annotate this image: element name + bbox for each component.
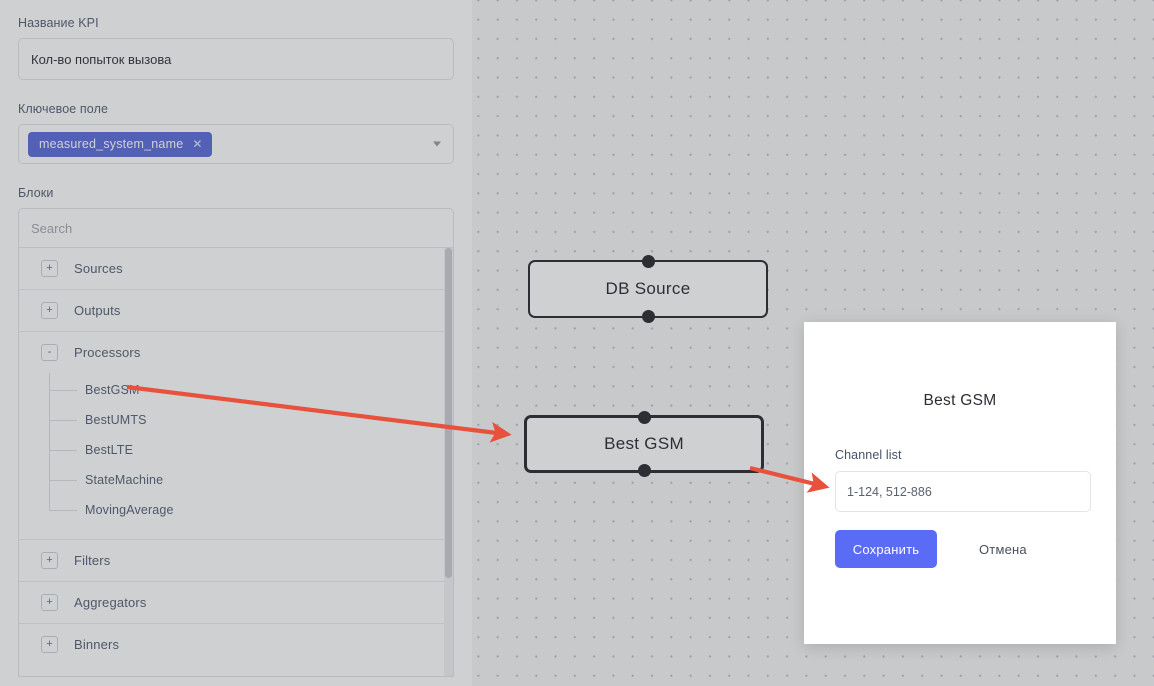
blocks-label: Блоки (18, 186, 54, 200)
node-port-bottom[interactable] (637, 464, 651, 477)
node-port-bottom[interactable] (641, 310, 655, 323)
node-port-top[interactable] (641, 255, 655, 268)
blocks-group: + Aggregators (19, 582, 453, 624)
block-settings-modal: Best GSM Channel list 1-124, 512-886 Сох… (804, 322, 1116, 644)
expand-icon[interactable]: + (41, 552, 58, 569)
blocks-group: + Binners (19, 624, 453, 665)
key-field-select[interactable]: measured_system_name ✕ (18, 124, 454, 164)
blocks-group-label: Processors (74, 345, 141, 360)
collapse-icon[interactable]: - (41, 344, 58, 361)
tree-spine (49, 373, 50, 510)
blocks-group: + Sources (19, 248, 453, 290)
kpi-settings-panel: Название KPI Кол-во попыток вызова Ключе… (0, 0, 472, 686)
flow-node-best-gsm[interactable]: Best GSM (524, 411, 764, 477)
kpi-name-label: Название KPI (18, 16, 99, 30)
save-button[interactable]: Сохранить (835, 530, 937, 568)
expand-icon[interactable]: + (41, 302, 58, 319)
expand-icon[interactable]: + (41, 636, 58, 653)
channel-list-label: Channel list (835, 448, 902, 462)
blocks-group-header-binners[interactable]: + Binners (19, 624, 453, 665)
block-item-bestlte[interactable]: BestLTE (19, 435, 453, 465)
blocks-group-header-outputs[interactable]: + Outputs (19, 290, 453, 331)
blocks-group-label: Binners (74, 637, 120, 652)
blocks-group-header-aggregators[interactable]: + Aggregators (19, 582, 453, 623)
key-field-chip-label: measured_system_name (39, 137, 184, 151)
blocks-search-placeholder: Search (31, 220, 73, 236)
kpi-name-input[interactable]: Кол-во попыток вызова (18, 38, 454, 80)
blocks-group-label: Sources (74, 261, 123, 276)
block-item-statemachine[interactable]: StateMachine (19, 465, 453, 495)
flow-node-label: DB Source (605, 279, 691, 298)
flow-node-db-source[interactable]: DB Source (528, 255, 768, 323)
modal-title: Best GSM (923, 392, 997, 409)
expand-icon[interactable]: + (41, 594, 58, 611)
chevron-down-icon[interactable] (433, 141, 441, 147)
channel-list-value: 1-124, 512-886 (847, 484, 932, 499)
blocks-group: + Filters (19, 540, 453, 582)
block-item-movingaverage[interactable]: MovingAverage (19, 495, 453, 525)
node-port-top[interactable] (637, 411, 651, 424)
blocks-search-input[interactable]: Search (18, 208, 454, 247)
cancel-button[interactable]: Отмена (979, 541, 1027, 557)
expand-icon[interactable]: + (41, 260, 58, 277)
channel-list-input[interactable]: 1-124, 512-886 (835, 471, 1091, 512)
blocks-group-header-sources[interactable]: + Sources (19, 248, 453, 289)
blocks-group-label: Filters (74, 553, 111, 568)
blocks-group-label: Outputs (74, 303, 121, 318)
blocks-group-header-filters[interactable]: + Filters (19, 540, 453, 581)
flow-node-label: Best GSM (604, 434, 684, 453)
close-icon[interactable]: ✕ (192, 137, 203, 151)
blocks-group-label: Aggregators (74, 595, 147, 610)
blocks-group-header-processors[interactable]: - Processors (19, 332, 453, 373)
modal-actions: Сохранить Отмена (835, 530, 1085, 568)
blocks-group: + Outputs (19, 290, 453, 332)
kpi-name-value: Кол-во попыток вызова (31, 51, 172, 67)
key-field-label: Ключевое поле (18, 102, 109, 116)
key-field-chip[interactable]: measured_system_name ✕ (28, 131, 212, 157)
block-item-bestgsm[interactable]: BestGSM (19, 375, 453, 405)
